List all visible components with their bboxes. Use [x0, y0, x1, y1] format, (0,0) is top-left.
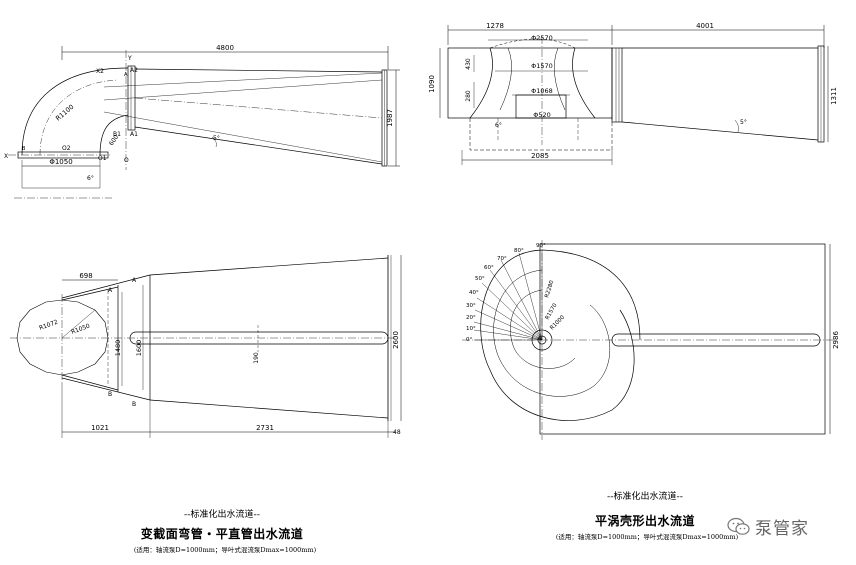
label-axis-y: Y [127, 55, 132, 62]
dim-2731: 2731 [256, 424, 274, 432]
label-angle: 6° [87, 175, 94, 182]
label-bend-radius: R1100 [54, 103, 75, 123]
watermark-name: 泵管家 [755, 519, 809, 539]
angle-10: 10° [466, 326, 476, 332]
label-point-b: B [22, 146, 26, 152]
label-slot: 190 [253, 352, 260, 364]
label-r-2280: R2280 [544, 279, 555, 298]
dim-bottom-width: 2085 [531, 152, 549, 160]
angle-40: 40° [469, 290, 479, 296]
dim-right-length: 4001 [696, 22, 714, 30]
angle-30: 30° [466, 303, 476, 309]
dim-698: 698 [79, 272, 92, 280]
label-cone-angle: 5° [213, 135, 220, 142]
dim-430: 430 [465, 58, 472, 70]
angle-20: 20° [466, 315, 476, 321]
dim-left-length: 1278 [486, 22, 504, 30]
wechat-icon [727, 517, 750, 535]
angle-70: 70° [497, 256, 507, 262]
angle-50: 50° [475, 276, 485, 282]
label-point-a2: A2 [130, 67, 138, 74]
dim-width-1480: 1480 [114, 340, 122, 357]
dim-outlet-height: 1987 [386, 109, 394, 127]
angle-0: 0° [466, 337, 472, 343]
dim-overall-length: 4800 [216, 44, 234, 52]
label-point-o1: O1 [98, 155, 107, 162]
label-r-1050: R1050 [70, 323, 91, 336]
right-title: 平涡壳形出水流道 [594, 514, 695, 528]
label-point-x2: X2 [96, 68, 104, 75]
left-title: 变截面弯管・平直管出水流道 [140, 527, 304, 541]
watermark: 泵管家 [727, 514, 809, 539]
elbow-plan-view: R1072 R1050 190 698 1021 2731 48 2600 16… [10, 255, 402, 438]
label-r-1072: R1072 [38, 319, 59, 332]
label-point-b1: B1 [113, 131, 121, 138]
dim-width-1600: 1600 [135, 340, 143, 357]
dim-width-2600: 2600 [392, 331, 400, 349]
left-note: (适用：轴流泵D=1000mm；导叶式混流泵Dmax=1000mm) [133, 546, 317, 554]
label-section-b2: B [108, 391, 112, 398]
angle-90: 90° [536, 243, 546, 249]
label-section-b: B [132, 401, 136, 408]
left-standard-label: --标准化出水流道-- [184, 510, 260, 520]
dim-48: 48 [393, 429, 401, 436]
dim-height-left: 1090 [428, 75, 436, 93]
dim-width: 2986 [832, 331, 840, 349]
dim-inlet-diameter: Φ1050 [49, 158, 72, 166]
label-point-a: A [124, 72, 128, 78]
right-note: (适用：轴流泵D=1000mm；导叶式混流泵Dmax=1000mm) [555, 533, 739, 541]
label-section-a2: A [108, 287, 113, 294]
label-point-a1: A1 [130, 131, 138, 138]
volute-plan-view: 90° 80° 70° 60° 50° 40° 30° 20° 10° 0° R… [462, 240, 840, 440]
label-point-o2: O2 [62, 145, 71, 152]
label-r-1570: R1570 [545, 302, 559, 321]
label-point-o: O [124, 157, 129, 164]
volute-elevation-view: 1278 4001 Φ1570 Φ2570 Φ1068 Φ520 2085 10… [428, 22, 838, 165]
dim-280: 280 [465, 90, 472, 102]
label-angle-b: 5° [740, 119, 747, 126]
angle-60: 60° [484, 265, 494, 271]
dim-height-right: 1311 [830, 87, 838, 105]
dim-1021: 1021 [91, 424, 109, 432]
right-standard-label: --标准化出水流道-- [607, 492, 683, 502]
label-section-a: A [132, 277, 137, 284]
label-angle-a: 6° [495, 122, 502, 129]
angle-80: 80° [514, 248, 524, 254]
label-axis-x: X [4, 153, 8, 160]
elbow-elevation-view: 4800 1987 Φ1050 R1100 6° [4, 44, 400, 199]
